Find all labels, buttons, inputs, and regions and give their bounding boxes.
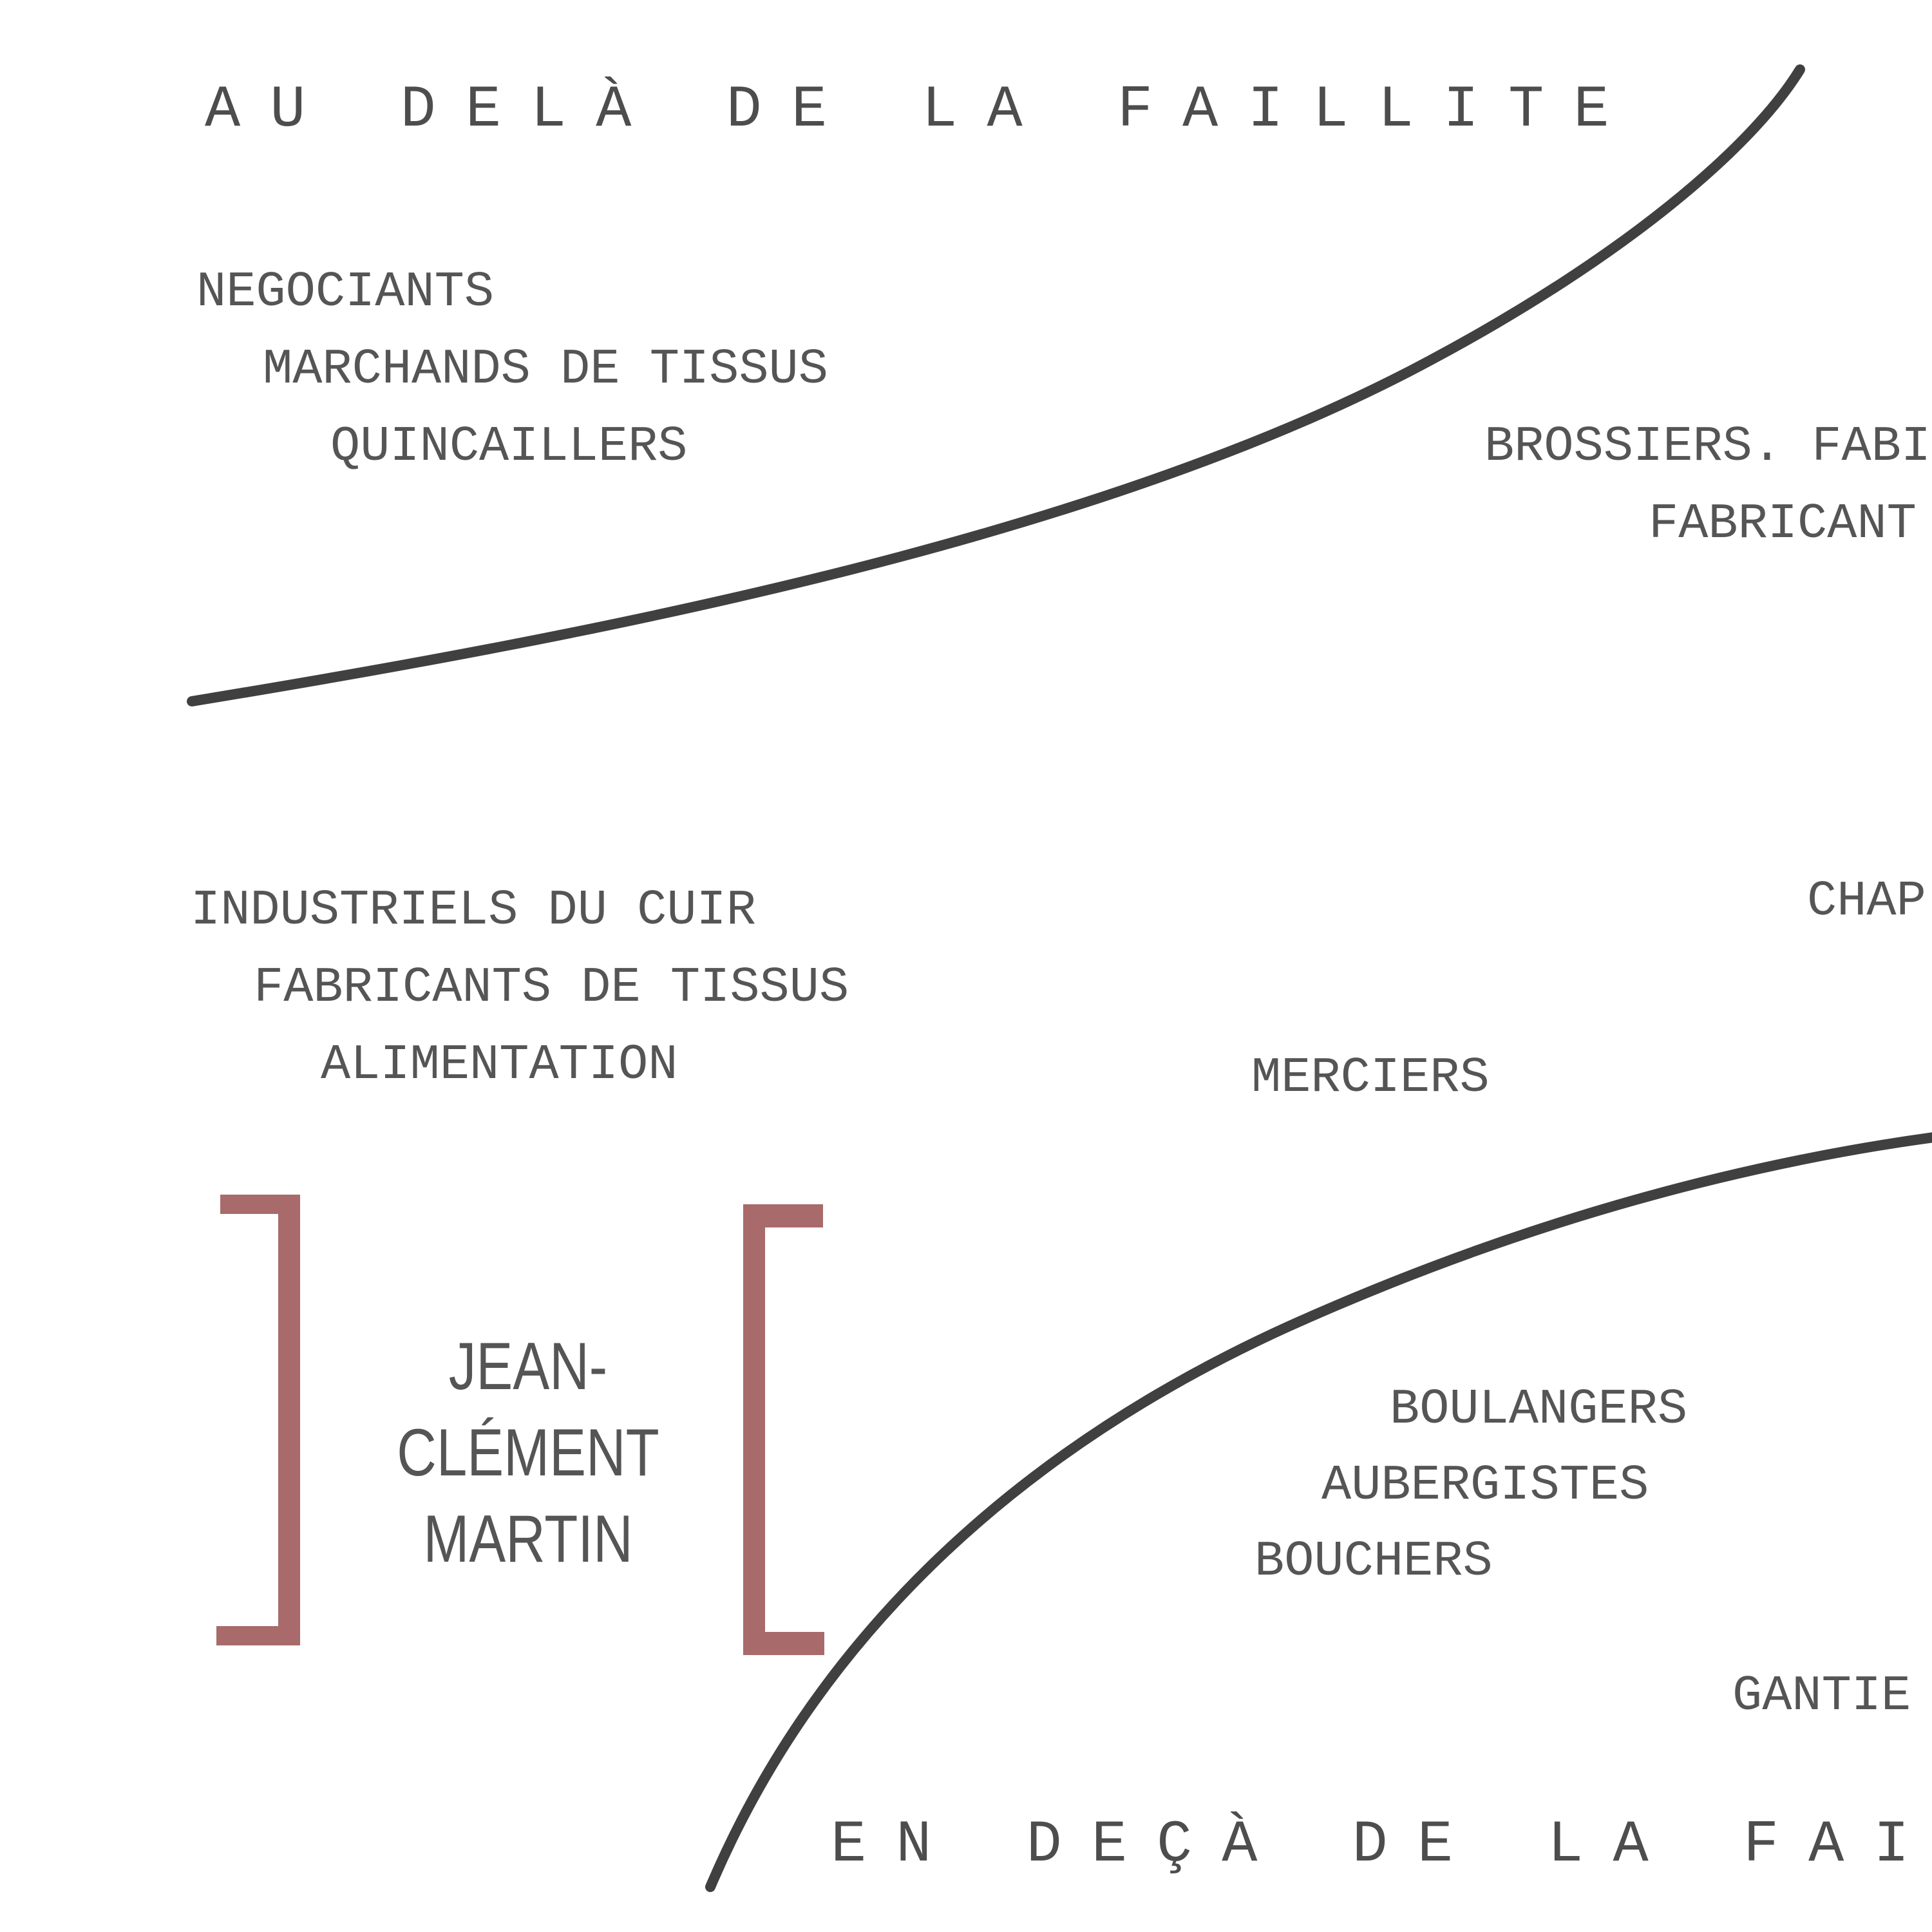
label-fabricant: FABRICANT (1649, 497, 1917, 553)
label-brossiers: BROSSIERS. FABI (1484, 419, 1931, 475)
top-heading: AU DELÀ DE LA FAILLITE (205, 76, 1639, 144)
right-bracket-icon (743, 1204, 824, 1655)
label-chap: CHAP (1807, 874, 1926, 930)
upper-boundary-curve (187, 64, 1805, 706)
label-fabricants-de-tissus: FABRICANTS DE TISSUS (254, 960, 849, 1016)
author-last-name: MARTIN (423, 1502, 633, 1577)
label-industriels-du-cuir: INDUSTRIELS DU CUIR (191, 883, 756, 939)
label-bouchers: BOUCHERS (1255, 1534, 1493, 1590)
label-marchands-de-tissus: MARCHANDS DE TISSUS (263, 342, 828, 398)
lower-boundary-curve (705, 1132, 1932, 1892)
bottom-heading: EN DEÇÀ DE LA FAI (831, 1811, 1932, 1879)
label-alimentation: ALIMENTATION (321, 1037, 678, 1094)
label-negociants: NEGOCIANTS (196, 265, 495, 321)
label-merciers: MERCIERS (1251, 1050, 1490, 1106)
author-first-name: JEAN-CLÉMENT (397, 1329, 659, 1490)
author-credit: JEAN-CLÉMENT MARTIN (359, 1323, 697, 1582)
label-aubergistes: AUBERGISTES (1321, 1458, 1649, 1514)
label-gantie: GANTIE (1732, 1669, 1911, 1725)
label-boulangers: BOULANGERS (1390, 1382, 1688, 1438)
left-bracket-icon (216, 1195, 300, 1645)
label-quincaillers: QUINCAILLERS (330, 419, 688, 475)
